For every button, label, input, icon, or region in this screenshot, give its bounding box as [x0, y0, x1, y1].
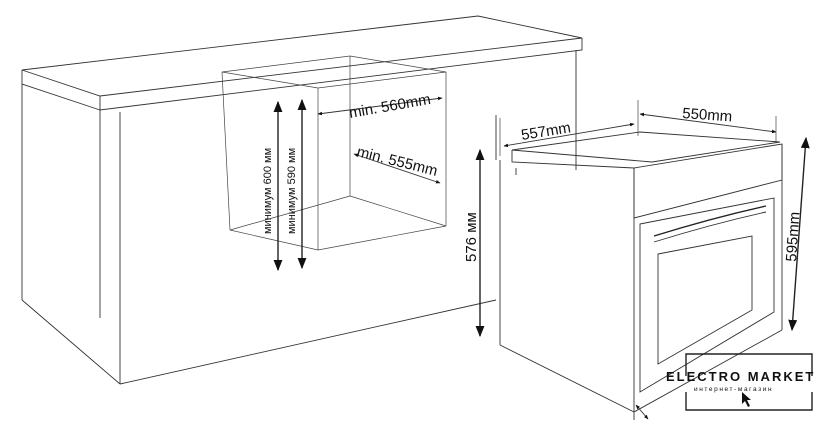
oven-height-front-label: 595mm — [783, 211, 803, 262]
logo-title: ELECTRO MARKET — [666, 369, 815, 384]
oven-width-arrow — [639, 112, 777, 134]
oven-width-label: 550mm — [682, 105, 733, 125]
cursor-arrow-icon — [742, 392, 751, 407]
niche-width-arrow — [317, 96, 443, 116]
countertop-top — [21, 15, 583, 97]
niche-depth-arrow — [353, 153, 441, 184]
oven-height-front-arrow — [788, 136, 810, 332]
oven-depth-arrow — [503, 122, 635, 148]
cabinet — [21, 15, 583, 385]
logo-subtitle: интернет-магазин — [694, 386, 773, 393]
oven — [499, 131, 783, 420]
oven-height-side-label: 576 мм — [463, 212, 480, 262]
oven-handle — [653, 205, 767, 237]
niche-height-600-label: минимум 600 мм — [262, 148, 274, 234]
niche-width-label: min. 560mm — [348, 91, 432, 122]
niche-depth-label: min. 555mm — [355, 143, 439, 179]
oven-foot-arrow — [635, 404, 649, 420]
niche-height-590-label: минимум 590 мм — [286, 148, 298, 234]
electro-market-logo: ELECTRO MARKET интернет-магазин — [666, 353, 815, 411]
niche — [221, 55, 447, 251]
oven-depth-label: 557mm — [520, 119, 572, 144]
